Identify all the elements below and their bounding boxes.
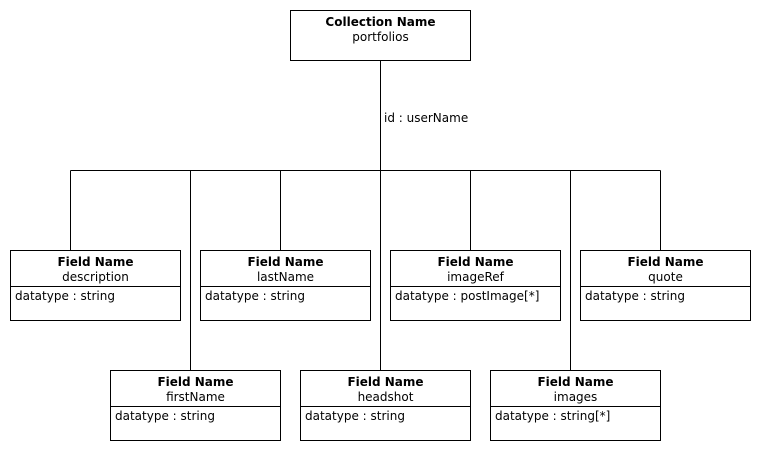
field-box-images: Field Name images datatype : string[*] (490, 370, 661, 441)
collection-box: Collection Name portfolios (290, 10, 471, 61)
field-label: Field Name (247, 255, 324, 269)
field-name: quote (648, 270, 683, 284)
field-box-firstname: Field Name firstName datatype : string (110, 370, 281, 441)
collection-name: portfolios (352, 30, 409, 44)
field-attribute: datatype : string (585, 289, 685, 303)
field-attribute: datatype : string (15, 289, 115, 303)
field-box-imageref: Field Name imageRef datatype : postImage… (390, 250, 561, 321)
field-label: Field Name (347, 375, 424, 389)
field-label: Field Name (537, 375, 614, 389)
field-header: Field Name quote (581, 251, 750, 287)
field-header: Field Name images (491, 371, 660, 407)
collection-label: Collection Name (325, 15, 436, 29)
field-header: Field Name firstName (111, 371, 280, 407)
field-header: Field Name description (11, 251, 180, 287)
field-name: description (62, 270, 129, 284)
field-box-headshot: Field Name headshot datatype : string (300, 370, 471, 441)
field-name: images (553, 390, 598, 404)
collection-header: Collection Name portfolios (291, 11, 470, 45)
field-header: Field Name headshot (301, 371, 470, 407)
edge-label: id : userName (384, 111, 469, 125)
field-attribute: datatype : string (305, 409, 405, 423)
field-box-quote: Field Name quote datatype : string (580, 250, 751, 321)
field-attribute: datatype : string (115, 409, 215, 423)
field-attribute: datatype : string[*] (495, 409, 611, 423)
field-label: Field Name (157, 375, 234, 389)
field-name: firstName (166, 390, 225, 404)
field-label: Field Name (437, 255, 514, 269)
field-box-lastname: Field Name lastName datatype : string (200, 250, 371, 321)
field-name: lastName (256, 270, 315, 284)
field-attribute: datatype : postImage[*] (395, 289, 540, 303)
field-name: imageRef (447, 270, 504, 284)
field-label: Field Name (57, 255, 134, 269)
field-box-description: Field Name description datatype : string (10, 250, 181, 321)
field-header: Field Name lastName (201, 251, 370, 287)
field-name: headshot (357, 390, 414, 404)
field-header: Field Name imageRef (391, 251, 560, 287)
field-label: Field Name (627, 255, 704, 269)
field-attribute: datatype : string (205, 289, 305, 303)
